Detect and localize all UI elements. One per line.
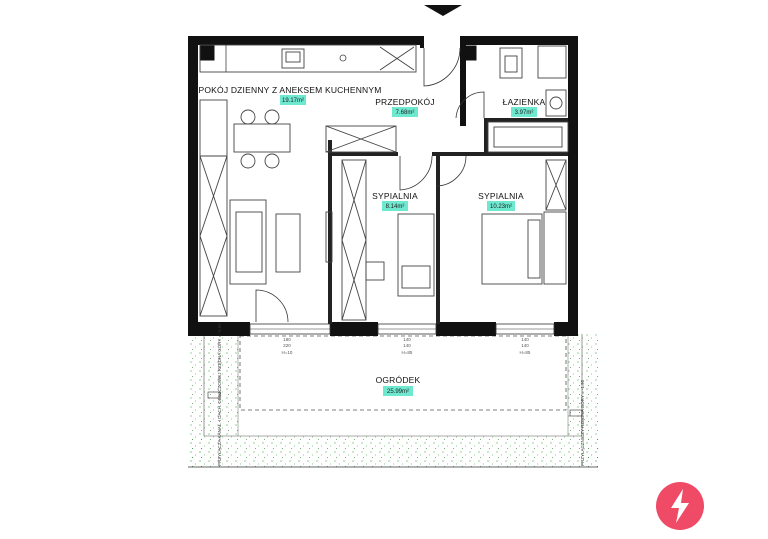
- left-side-note: PRZYŁĄCZA KANAŁ. I DACH. DESZCZOWEJ RZĘD…: [216, 323, 222, 466]
- utility-marker-right: [569, 409, 583, 417]
- kitchen-counter: [199, 44, 417, 317]
- hall-wardrobe: [325, 125, 397, 153]
- window3-height: 140: [521, 343, 529, 348]
- bedroom1-area-tag: [382, 201, 408, 211]
- bedroom1-furniture: [341, 159, 435, 321]
- right-side-note: PRZYŁĄCZNICZY RZĘDNA GÓRY = -1.95: [579, 379, 585, 466]
- window1-width: 180: [283, 337, 291, 342]
- living-room-area: 19.17m²: [282, 98, 304, 104]
- window-dimensions: 180 220 H=10 140 140 H=85 140 140 H=85: [282, 337, 531, 355]
- hall-area-tag: [392, 107, 418, 117]
- window3-width: 140: [521, 337, 529, 342]
- hall-area: 7.68m²: [396, 110, 415, 116]
- bedroom1-area: 8.14m²: [386, 204, 405, 210]
- window3-sill: H=85: [520, 350, 531, 355]
- garden-area-tag: [383, 386, 413, 396]
- bathroom-name: ŁAZIENKA: [503, 97, 546, 107]
- windows: [249, 323, 555, 335]
- bedroom2-area-tag: [487, 201, 515, 211]
- bathroom-area-tag: [511, 107, 537, 117]
- window2-width: 140: [403, 337, 411, 342]
- bedroom2-area: 10.23m²: [490, 204, 512, 210]
- doors: [255, 47, 485, 323]
- garden: [188, 334, 598, 468]
- dining-table: [233, 109, 291, 169]
- walls: [188, 36, 578, 336]
- living-room-name: POKÓJ DZIENNY Z ANEKSEM KUCHENNYM: [198, 85, 381, 95]
- living-area-tag: [280, 95, 306, 105]
- bathroom-fixtures: [487, 45, 569, 153]
- window1-sill: H=10: [282, 350, 293, 355]
- bedroom1-name: SYPIALNIA: [372, 191, 418, 201]
- entrance-arrow-icon: [424, 5, 462, 16]
- sofa: [229, 199, 333, 285]
- bathroom-area: 3.97m²: [515, 110, 534, 116]
- window1-height: 220: [283, 343, 291, 348]
- window2-sill: H=85: [402, 350, 413, 355]
- hall-name: PRZEDPOKÓJ: [375, 97, 435, 107]
- bedroom2-furniture: [481, 159, 567, 285]
- bedroom2-name: SYPIALNIA: [478, 191, 524, 201]
- window2-height: 140: [403, 343, 411, 348]
- lightning-logo-icon: [656, 482, 704, 530]
- garden-name: OGRÓDEK: [376, 375, 421, 385]
- garden-area: 25.99m²: [387, 389, 409, 395]
- utility-marker-left: [207, 391, 221, 399]
